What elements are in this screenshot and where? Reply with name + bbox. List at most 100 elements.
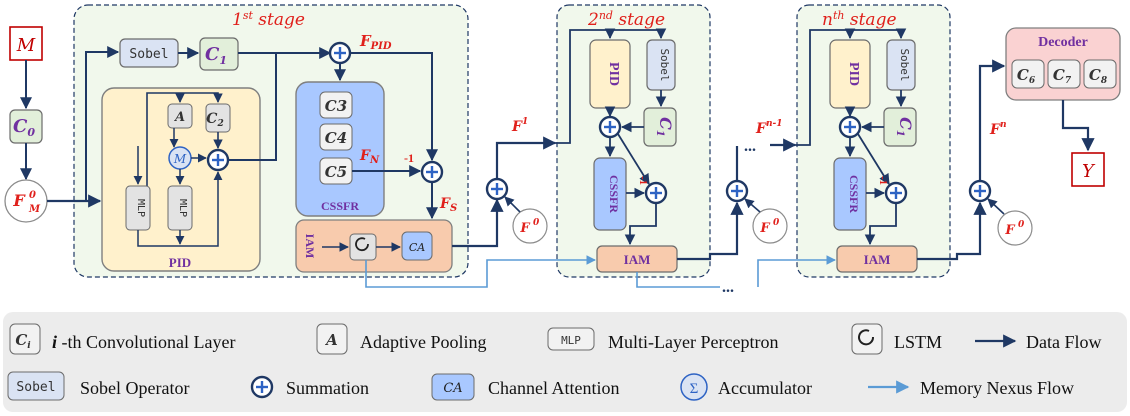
f0-stage2-sup: 0 xyxy=(773,218,780,228)
fs-minus1: -1 xyxy=(404,151,414,165)
stage2-panel xyxy=(556,4,711,278)
decoder-title: Decoder xyxy=(1038,35,1088,50)
f0-stagen-circle xyxy=(997,210,1033,246)
legend-acc-icon xyxy=(680,373,708,401)
legend-ap-text: Adaptive Pooling xyxy=(360,332,487,352)
legend-mlp-symbol: MLP xyxy=(561,334,581,347)
stage2-title: 2nd stage xyxy=(587,9,665,30)
flow-s2-in xyxy=(555,28,616,144)
c2-label: C2 xyxy=(206,111,223,129)
legend-acc-symbol: Σ xyxy=(690,381,699,397)
fn-label: FN xyxy=(359,148,380,166)
stage2-minus1: -1 xyxy=(637,176,649,185)
output-y-box xyxy=(1071,152,1105,187)
legend-sobel-box xyxy=(7,371,65,401)
decoder-c6-box xyxy=(1011,59,1045,89)
stagen-pid-sum xyxy=(838,115,862,139)
f0-stage2-label: F xyxy=(759,221,770,236)
cssfr-label: CSSFR xyxy=(321,199,359,213)
input-m-label: M xyxy=(16,35,36,56)
flow-s2-fs-iam xyxy=(624,203,657,246)
pid-block-label: PID xyxy=(169,255,191,270)
f0-stagen-label: F xyxy=(1004,223,1015,238)
legend-lstm-box xyxy=(851,323,883,355)
flow-pid-in-split xyxy=(146,92,223,201)
flow-s2-out xyxy=(677,201,744,261)
flow-sn-in xyxy=(795,28,856,146)
flow-stage1-out xyxy=(452,198,504,248)
stagen-iam-label: IAM xyxy=(864,252,891,267)
outn-sum-circle xyxy=(968,179,992,203)
adaptive-pool-box xyxy=(167,103,193,129)
fs-label: FS xyxy=(439,196,457,214)
ellipsis-bottom: ... xyxy=(722,279,734,296)
flow-sn-out xyxy=(917,201,987,261)
flow-fm1 xyxy=(495,136,557,179)
stage2-pid-sum xyxy=(598,115,622,139)
f0-input-sup: 0 xyxy=(29,190,36,201)
f0-input-label: F xyxy=(12,191,26,210)
f0-stagen-sup: 0 xyxy=(1018,220,1025,230)
stagen-fs-sum xyxy=(884,181,908,205)
fpid-label: FPID xyxy=(359,32,392,52)
f0-stage1-label: F xyxy=(519,221,530,236)
legend-lstm-text: LSTM xyxy=(894,332,942,352)
memory-flow-1 xyxy=(365,255,596,288)
flow-sn-sum-diag xyxy=(857,133,890,185)
c4-box xyxy=(319,123,353,151)
legend-ap-box xyxy=(316,323,348,355)
flow-pidsum-out xyxy=(228,53,277,161)
legend-ci-box xyxy=(9,323,41,355)
flow-sn-fs-iam xyxy=(864,203,897,246)
decoder-c8-box xyxy=(1083,59,1117,89)
stagen-panel xyxy=(796,4,951,278)
legend-sum-text: Summation xyxy=(286,378,369,398)
stage2-cssfr-label: CSSFR xyxy=(607,175,621,213)
stage2-iam-label: IAM xyxy=(624,252,651,267)
flow-f0-stagen-sum xyxy=(987,198,1005,215)
adaptive-pool-label: A xyxy=(173,110,185,125)
f0-input-sub: M xyxy=(28,204,41,215)
fs-sum-circle xyxy=(420,160,444,184)
memory-flow-3 xyxy=(757,255,836,287)
stagen-pid-label: PID xyxy=(846,62,861,86)
legend-dataflow-text: Data Flow xyxy=(1026,332,1102,352)
ellipsis-top: ... xyxy=(744,138,756,155)
stage2-cssfr-box xyxy=(593,157,627,231)
c0-label: C0 xyxy=(13,116,35,139)
legend-ap-symbol: A xyxy=(324,331,338,349)
memory-flow-2 xyxy=(636,272,720,288)
legend-acc-text: Accumulator xyxy=(718,378,812,398)
fmn1-label: Fn-1 xyxy=(755,119,783,137)
flow-f0-stage1-sum xyxy=(504,196,521,213)
ca-box xyxy=(401,231,433,261)
flow-mlp-loop xyxy=(137,171,223,247)
decoder-c6-label: C6 xyxy=(1017,66,1036,86)
stagen-cssfr-box xyxy=(833,157,867,231)
f0-stage2-circle xyxy=(752,208,788,244)
mlp-left-label: MLP xyxy=(135,199,146,217)
legend-memory-text: Memory Nexus Flow xyxy=(920,378,1074,398)
flow-f0-to-sobel xyxy=(85,46,120,201)
output-y-label: Y xyxy=(1082,161,1096,182)
stage2-fs-sum xyxy=(644,181,668,205)
sobel-label: Sobel xyxy=(129,47,168,62)
legend-ca-box xyxy=(431,373,475,401)
stage2-c1-label: C1 xyxy=(654,117,675,137)
stage1-title: 1st stage xyxy=(232,9,305,30)
flow-decoder-out xyxy=(1061,100,1095,152)
legend-ca-text: Channel Attention xyxy=(488,378,619,398)
stage2-pid-label: PID xyxy=(606,62,621,86)
decoder-c7-box xyxy=(1047,59,1081,89)
accumulator-label: M xyxy=(173,152,187,166)
legend-mlp-box xyxy=(547,327,595,351)
fmn-label: Fn xyxy=(989,120,1007,138)
stagen-c1-label: C1 xyxy=(894,117,915,137)
legend-ci-symbol: Ci xyxy=(15,331,31,351)
stagen-sobel-label: Sobel xyxy=(898,48,911,81)
flow-sn-in-sobel xyxy=(850,28,907,40)
flow-fpid-out xyxy=(350,52,438,162)
f0-stage1-circle xyxy=(512,208,548,244)
legend-sobel-symbol: Sobel xyxy=(16,380,55,395)
c3-label: C3 xyxy=(325,97,347,115)
